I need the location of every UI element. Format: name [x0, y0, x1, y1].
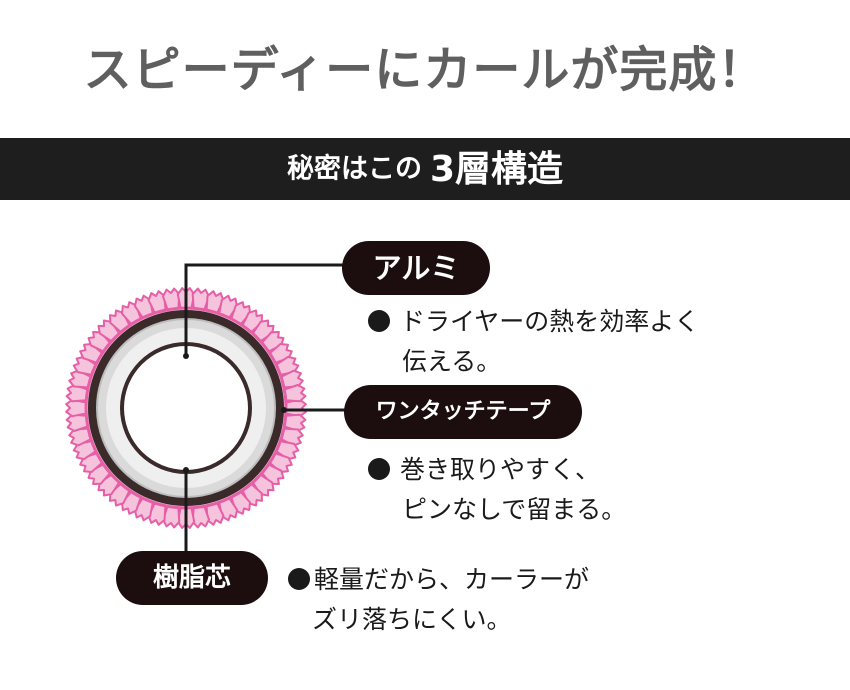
- description-tape-line1: 巻き取りやすく、: [400, 455, 601, 484]
- description-aluminum-line2: 伝える。: [402, 347, 502, 376]
- leader-dot-aluminum: [183, 353, 189, 359]
- description-tape-line2: ピンなしで留まる。: [402, 495, 627, 524]
- leader-dot-tape: [281, 407, 287, 413]
- leader-line-aluminum: [184, 263, 345, 356]
- label-aluminum: アルミ: [342, 241, 490, 295]
- description-tape: 巻き取りやすく、 ピンなしで留まる。: [368, 450, 626, 530]
- bullet-dot: [368, 310, 390, 332]
- bullet-dot: [368, 458, 390, 480]
- description-aluminum: ドライヤーの熱を効率よく 伝える。: [368, 302, 699, 382]
- banner-lead: 秘密はこの: [286, 153, 422, 185]
- label-one-touch-tape: ワンタッチテープ: [344, 385, 582, 439]
- leader-dot-core: [183, 467, 189, 473]
- label-resin-core: 樹脂芯: [116, 551, 268, 605]
- resin-core: [124, 346, 248, 470]
- banner-strong: 3層構造: [429, 148, 564, 190]
- bullet-dot: [288, 568, 310, 590]
- headline: スピーディーにカールが完成！: [83, 42, 767, 98]
- description-core-line1: 軽量だから、カーラーが: [314, 565, 590, 594]
- description-core-line2: ズリ落ちにくい。: [312, 605, 512, 634]
- description-aluminum-line1: ドライヤーの熱を効率よく: [400, 307, 700, 336]
- description-core: 軽量だから、カーラーが ズリ落ちにくい。: [288, 560, 589, 640]
